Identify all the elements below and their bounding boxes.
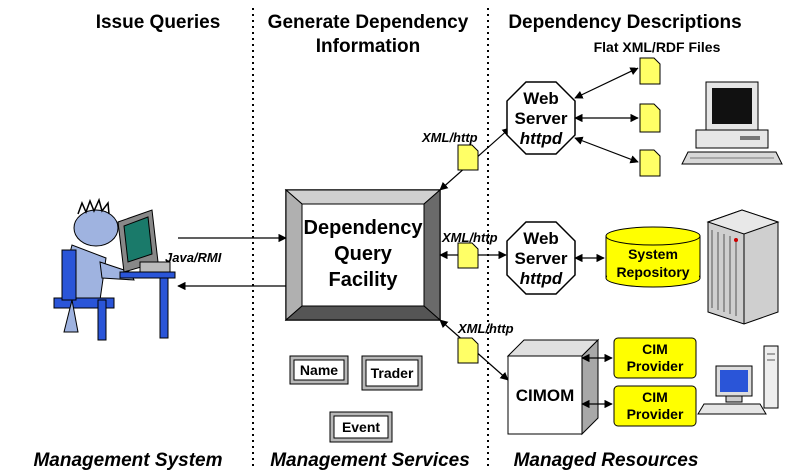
name-service-label: Name — [300, 362, 338, 378]
cim-provider-1-line2: Provider — [627, 358, 684, 374]
header-generate-line1: Generate Dependency — [268, 12, 469, 33]
flat-file-arrow-1 — [574, 67, 639, 99]
web-server-mid-line1: Web — [523, 229, 559, 248]
system-repo-line2: Repository — [616, 264, 689, 280]
web-server-top: Web Server httpd — [506, 81, 576, 155]
footer-management-services: Management Services — [270, 450, 470, 471]
web-server-top-line2: Server — [515, 109, 568, 128]
xml-document-icon — [457, 337, 479, 364]
user-at-computer-icon — [53, 197, 176, 341]
header-dependency-descriptions: Dependency Descriptions — [508, 12, 741, 33]
server-rack-icon — [706, 209, 780, 325]
header-generate-line2: Information — [316, 36, 421, 57]
java-rmi-label: Java/RMI — [165, 250, 222, 265]
footer-management-system: Management System — [33, 450, 222, 471]
workstation-icon — [697, 345, 779, 415]
name-service-box: Name — [289, 355, 349, 385]
system-repository: System Repository — [605, 226, 701, 288]
cim-provider-2-line2: Provider — [627, 406, 684, 422]
web-server-mid-line2: Server — [515, 249, 568, 268]
cimom-label: CIMOM — [516, 386, 575, 405]
xml-document-icon — [457, 242, 479, 269]
header-issue-queries: Issue Queries — [96, 12, 221, 33]
cim-provider-1: CIM Provider — [613, 337, 697, 379]
trader-service-box: Trader — [361, 355, 423, 391]
web-server-mid-httpd: httpd — [520, 269, 563, 288]
cimom-box: CIMOM — [506, 338, 600, 436]
event-service-box: Event — [329, 411, 393, 443]
flat-file-icon — [639, 57, 661, 85]
cim-provider-1-line1: CIM — [642, 341, 668, 357]
dqf-label-line3: Facility — [329, 269, 399, 291]
footer-managed-resources: Managed Resources — [514, 450, 699, 471]
dependency-query-facility: Dependency Query Facility — [284, 188, 442, 322]
cim-provider-2: CIM Provider — [613, 385, 697, 427]
xml-http-label-bottom: XML/http — [457, 321, 514, 336]
web-server-middle: Web Server httpd — [506, 221, 576, 295]
xml-document-icon — [457, 144, 479, 171]
event-service-label: Event — [342, 419, 380, 435]
dqf-label-line1: Dependency — [304, 217, 424, 239]
system-repo-line1: System — [628, 246, 678, 262]
flat-files-label: Flat XML/RDF Files — [594, 39, 721, 55]
web-server-top-line1: Web — [523, 89, 559, 108]
flat-file-icon — [639, 103, 661, 133]
flat-file-arrow-3 — [574, 136, 639, 164]
flat-file-icon — [639, 149, 661, 177]
xml-http-label-mid: XML/http — [441, 230, 498, 245]
xml-http-label-top: XML/http — [421, 130, 478, 145]
desktop-computer-icon — [681, 81, 783, 165]
dqf-label-line2: Query — [334, 243, 393, 265]
web-server-top-httpd: httpd — [520, 129, 563, 148]
trader-service-label: Trader — [371, 365, 414, 381]
cim-provider-2-line1: CIM — [642, 389, 668, 405]
